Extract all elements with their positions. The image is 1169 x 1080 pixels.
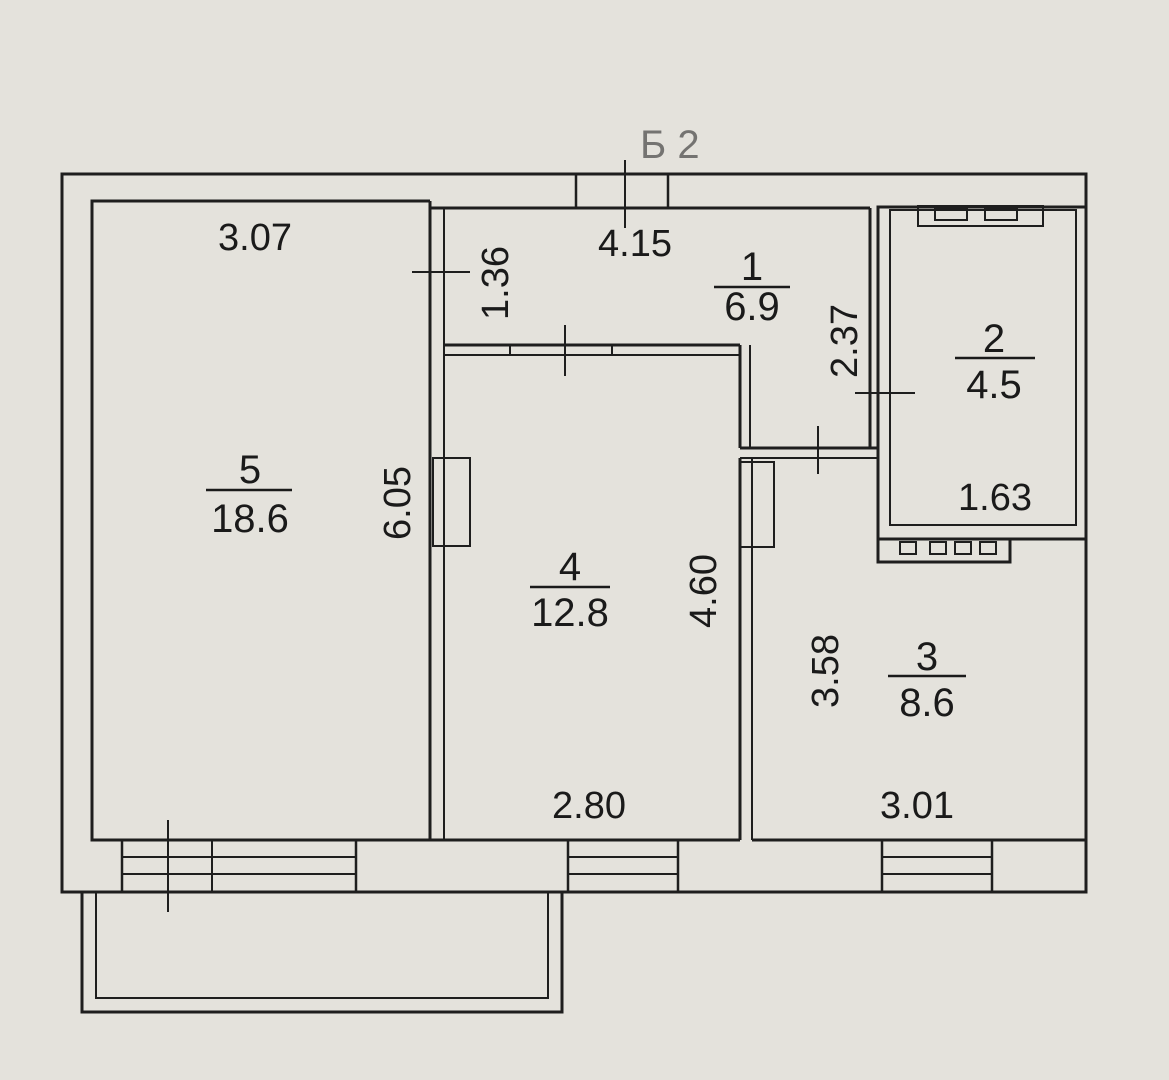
dim-room-4-width: 2.80 (552, 785, 626, 827)
svg-text:12.8: 12.8 (531, 591, 609, 635)
dim-room-1-height: 2.37 (824, 304, 866, 378)
svg-text:18.6: 18.6 (211, 497, 289, 541)
dim-room-3-width: 3.01 (880, 785, 954, 827)
svg-text:3: 3 (916, 635, 938, 679)
svg-text:2: 2 (983, 317, 1005, 361)
room-3-label: 3 8.6 (888, 635, 966, 725)
window-room-4 (566, 838, 680, 894)
room-5-label: 5 18.6 (206, 448, 292, 541)
svg-text:5: 5 (239, 448, 261, 492)
dim-room-4-height: 4.60 (683, 554, 725, 628)
balcony (80, 892, 564, 1014)
svg-text:1: 1 (741, 245, 763, 289)
dim-room-5-width: 3.07 (218, 217, 292, 259)
svg-text:6.9: 6.9 (724, 285, 780, 329)
room-1-outline (444, 208, 878, 459)
window-room-3 (880, 838, 994, 894)
dim-room-5-height: 6.05 (377, 466, 419, 540)
room-2-label: 2 4.5 (955, 317, 1035, 407)
room-2-outline (876, 205, 1088, 564)
window-room-5 (120, 838, 358, 894)
entrance-door (574, 172, 670, 210)
dim-room-3-height: 3.58 (805, 634, 847, 708)
room-4-label: 4 12.8 (530, 545, 610, 635)
svg-text:4.5: 4.5 (966, 363, 1022, 407)
svg-text:4: 4 (559, 545, 581, 589)
room-1-label: 1 6.9 (714, 245, 790, 329)
dim-room-2-width: 1.63 (958, 477, 1032, 519)
top-label: Б 2 (640, 123, 700, 167)
dimension-ticks (167, 160, 915, 912)
dim-corridor-height: 1.36 (475, 246, 517, 320)
room-4-outline (432, 457, 775, 840)
svg-text:8.6: 8.6 (899, 681, 955, 725)
dim-room-1-width: 4.15 (598, 223, 672, 265)
